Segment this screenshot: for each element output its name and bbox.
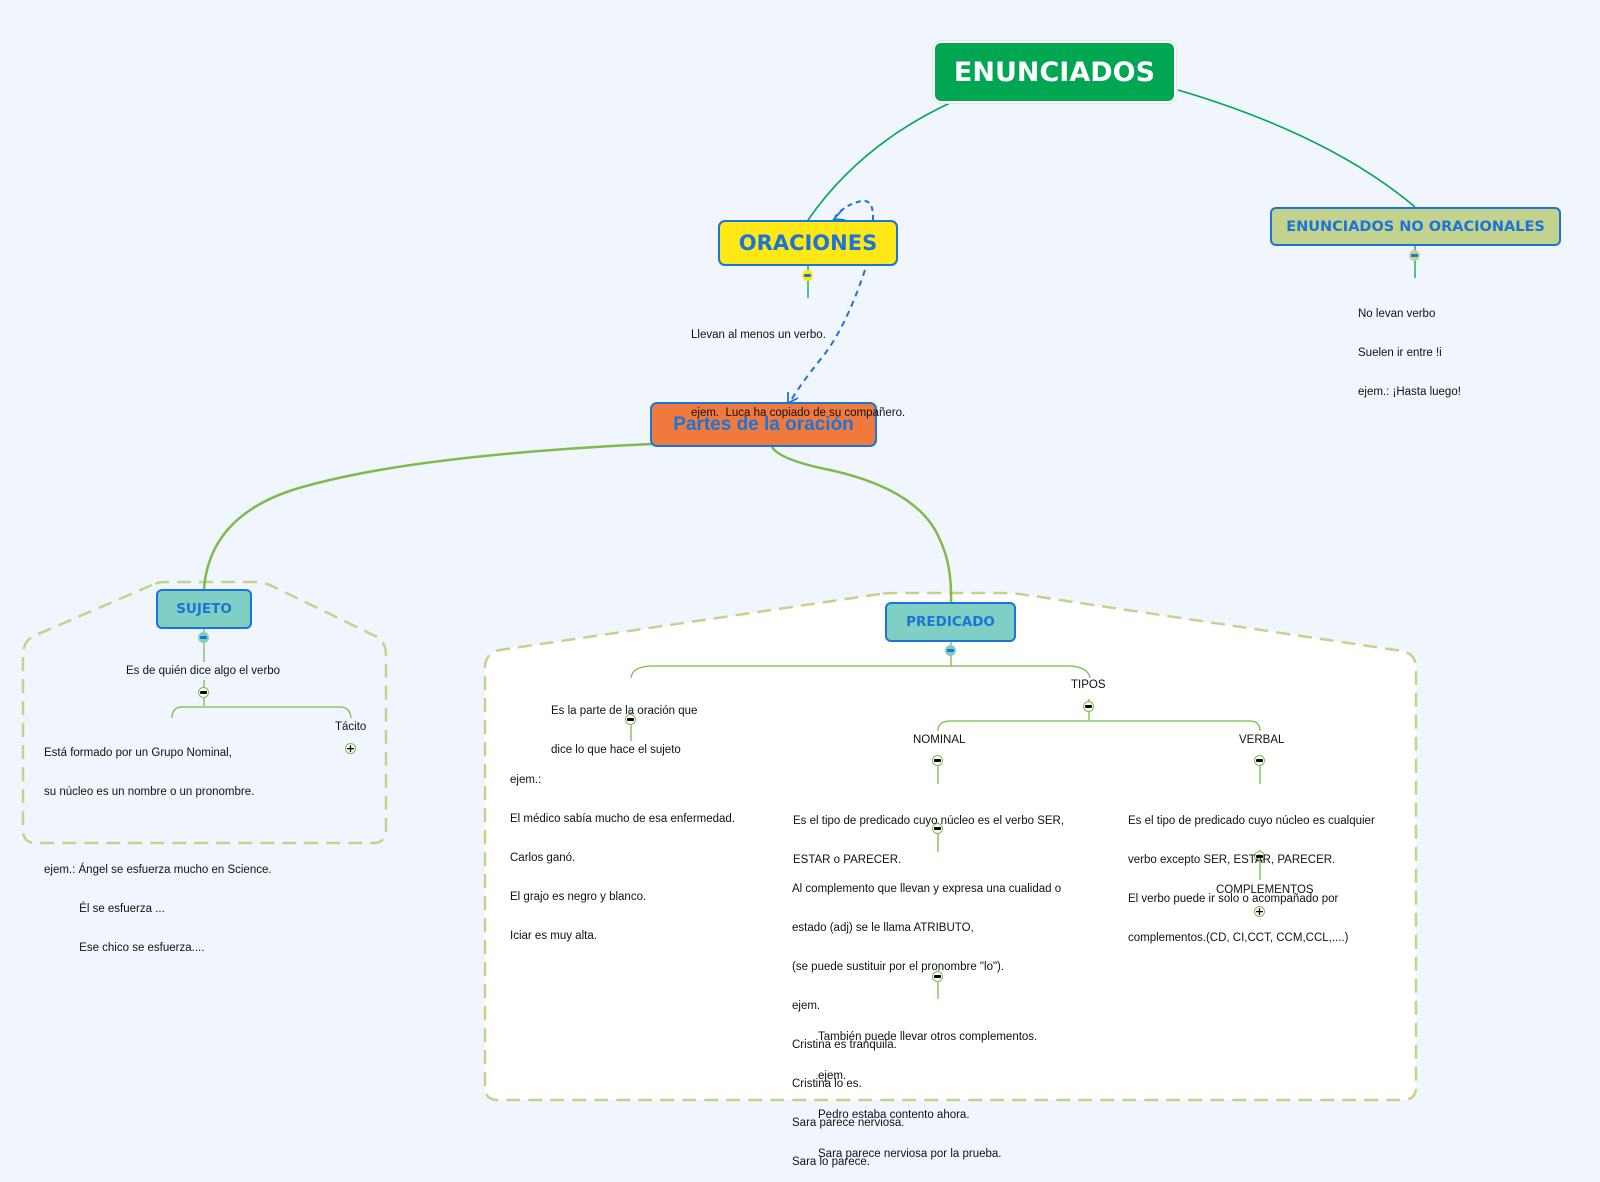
text-line	[44, 825, 272, 838]
collapse-verbal-minus-icon[interactable]	[1254, 755, 1265, 766]
expand-tacito-plus-icon[interactable]: +	[345, 742, 356, 755]
collapse-no-oracionales-minus-icon[interactable]	[1409, 250, 1420, 261]
text-line: (se puede sustituir por el pronombre "lo…	[792, 961, 1005, 973]
collapse-tipos-minus-icon[interactable]	[1083, 701, 1094, 712]
text-line: verbo excepto SER, ESTAR, PARECER.	[1128, 854, 1336, 866]
collapse-nominal-minus-icon[interactable]	[932, 755, 943, 766]
text-line: Pedro estaba contento ahora.	[818, 1109, 970, 1121]
sujeto-definition[interactable]: Es de quién dice algo el verbo	[126, 665, 281, 677]
relation-self-arrowhead	[832, 209, 846, 221]
branch-enunciados-no-oracionales	[1177, 89, 1416, 208]
relation-arrow	[789, 269, 866, 403]
text-line: ESTAR o PARECER.	[793, 854, 902, 866]
oraciones-note[interactable]: Llevan al menos un verbo. ejem. Luca ha …	[691, 303, 905, 433]
text-line: El médico sabía mucho de esa enfermedad.	[510, 813, 736, 825]
branch-partes-predicado	[770, 446, 953, 603]
predicado-examples[interactable]: ejem.: El médico sabía mucho de esa enfe…	[510, 748, 735, 956]
text-line: Es el tipo de predicado cuyo núcleo es e…	[793, 815, 1065, 827]
text-line: ejem.	[792, 1000, 821, 1012]
line-tipos-fork	[937, 720, 1261, 732]
topic-oraciones[interactable]: ORACIONES	[718, 220, 898, 266]
collapse-sujeto-def-minus-icon[interactable]	[198, 687, 209, 698]
text-line: Ese chico se esfuerza....	[44, 942, 205, 954]
topic-enunciados-no-oracionales[interactable]: ENUNCIADOS NO ORACIONALES	[1270, 207, 1561, 246]
note-line: ejem.: ¡Hasta luego!	[1358, 386, 1461, 398]
text-line: El grajo es negro y blanco.	[510, 891, 647, 903]
collapse-nominal-def-minus-icon[interactable]	[932, 823, 943, 834]
note-line: No levan verbo	[1358, 308, 1436, 320]
text-line: complementos.(CD, CI,CCT, CCM,CCL,....)	[1128, 932, 1349, 944]
connection-lines	[21, 89, 1418, 1102]
text-line: También puede llevar otros complementos.	[818, 1031, 1038, 1043]
text-line: Carlos ganó.	[510, 852, 576, 864]
text-line: Cristina lo es.	[792, 1078, 862, 1090]
line-sujeto-fork	[171, 706, 352, 719]
central-topic-enunciados[interactable]: ENUNCIADOS	[933, 41, 1176, 103]
topic-partes-de-la-oracion[interactable]: Partes de la oración	[650, 402, 877, 447]
predicado-tipos[interactable]: TIPOS	[1071, 679, 1106, 691]
tipo-verbal[interactable]: VERBAL	[1239, 734, 1285, 746]
expand-complementos-plus-icon[interactable]: +	[1254, 905, 1265, 918]
collapse-oraciones-minus-icon[interactable]	[802, 270, 813, 281]
note-line: Llevan al menos un verbo.	[691, 329, 826, 341]
text-line: estado (adj) se le llama ATRIBUTO,	[792, 922, 974, 934]
line-predicado-fork	[630, 665, 1091, 679]
predicado-boundary	[483, 591, 1418, 1102]
note-line: ejem. Luca ha copiado de su compañero.	[691, 407, 906, 419]
collapse-verbal-def-minus-icon[interactable]	[1254, 851, 1265, 862]
verbal-definition[interactable]: Es el tipo de predicado cuyo núcleo es c…	[1128, 789, 1375, 958]
text-line: Sara parece nerviosa por la prueba.	[818, 1148, 1002, 1160]
predicado-definition[interactable]: Es la parte de la oración que dice lo qu…	[551, 679, 697, 770]
text-line: Es el tipo de predicado cuyo núcleo es c…	[1128, 815, 1375, 827]
sujeto-boundary	[21, 580, 388, 845]
topic-sujeto[interactable]: SUJETO	[156, 589, 252, 629]
text-line: Al complemento que llevan y expresa una …	[792, 883, 1062, 895]
text-line: El verbo puede ir solo o acompañado por	[1128, 893, 1339, 905]
topic-predicado[interactable]: PREDICADO	[885, 602, 1016, 642]
collapse-predicado-def-minus-icon[interactable]	[625, 714, 636, 725]
text-line: Cristina es tranquila.	[792, 1039, 897, 1051]
collapse-atributo-minus-icon[interactable]	[932, 971, 943, 982]
sujeto-tacito[interactable]: Tácito	[335, 721, 367, 733]
nominal-otros-complementos[interactable]: También puede llevar otros complementos.…	[818, 1005, 1037, 1174]
tipo-nominal[interactable]: NOMINAL	[913, 734, 966, 746]
text-line: ejem.:	[510, 774, 542, 786]
sujeto-grupo-nominal[interactable]: Está formado por un Grupo Nominal, su nú…	[44, 721, 272, 968]
text-line: ejem.	[818, 1070, 847, 1082]
no-oracionales-note[interactable]: No levan verbo Suelen ir entre !i ejem.:…	[1358, 282, 1461, 412]
note-line: Suelen ir entre !i	[1358, 347, 1442, 359]
text-line: Él se esfuerza ...	[44, 903, 165, 915]
note-line	[691, 368, 905, 381]
text-line: Está formado por un Grupo Nominal,	[44, 747, 232, 759]
verbal-complementos[interactable]: COMPLEMENTOS	[1216, 884, 1314, 896]
text-line: dice lo que hace el sujeto	[551, 744, 681, 756]
collapse-sujeto-minus-icon[interactable]	[198, 632, 209, 643]
branch-enunciados-oraciones	[807, 102, 951, 221]
text-line: Es la parte de la oración que	[551, 705, 698, 717]
text-line: ejem.: Ángel se esfuerza mucho en Scienc…	[44, 864, 272, 876]
nominal-definition[interactable]: Es el tipo de predicado cuyo núcleo es e…	[793, 789, 1064, 880]
text-line: Iciar es muy alta.	[510, 930, 597, 942]
branch-partes-sujeto	[202, 442, 653, 590]
collapse-predicado-minus-icon[interactable]	[945, 645, 956, 656]
text-line: su núcleo es un nombre o un pronombre.	[44, 786, 255, 798]
